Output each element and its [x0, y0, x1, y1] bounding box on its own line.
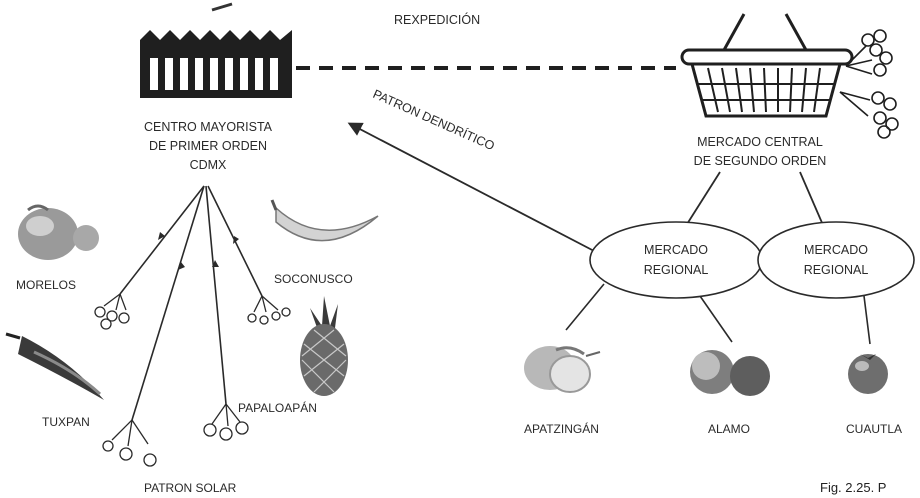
morelos-label: MORELOS: [16, 278, 76, 292]
regional-alamo-line: [700, 296, 732, 342]
solar-arrowheads: [158, 232, 239, 270]
regional-2-line2: REGIONAL: [804, 263, 869, 277]
regional-market-1: [590, 222, 762, 298]
fruit-cluster-icon: [103, 420, 156, 466]
pineapple-icon: [300, 296, 348, 396]
regional-apatzingan-line: [566, 284, 604, 330]
orange-icon: [690, 350, 770, 396]
regional-2-line1: MERCADO: [804, 243, 868, 257]
centro-line2: DE PRIMER ORDEN: [149, 139, 267, 153]
plantain-icon: [6, 334, 104, 400]
warehouse-icon: [140, 30, 292, 98]
centro-line3: CDMX: [190, 158, 227, 172]
alamo-label: ALAMO: [708, 422, 750, 436]
fruit-cluster-icon: [248, 296, 290, 324]
regional-1-line1: MERCADO: [644, 243, 708, 257]
patron-dendritico-label: PATRON DENDRÍTICO: [371, 86, 497, 153]
tomato-icon: [848, 354, 888, 394]
fruit-cluster-icon: [95, 294, 129, 329]
soconusco-label: SOCONUSCO: [274, 272, 353, 286]
orange-icon: [524, 346, 600, 392]
fruit-cluster-icon: [840, 30, 898, 138]
figure-caption: Fig. 2.25. P: [820, 480, 886, 495]
tuxpan-label: TUXPAN: [42, 415, 90, 429]
mercado-central-line1: MERCADO CENTRAL: [697, 135, 823, 149]
stray-mark: [212, 4, 232, 10]
regional-1-line2: REGIONAL: [644, 263, 709, 277]
solar-pattern-lines: [120, 186, 262, 420]
guava-icon: [18, 206, 99, 260]
mercado-central-line2: DE SEGUNDO ORDEN: [694, 154, 827, 168]
regional-market-2: [758, 222, 914, 298]
centro-line1: CENTRO MAYORISTA: [144, 120, 273, 134]
rexpedicion-label: REXPEDICIÓN: [394, 12, 480, 27]
regional-cuautla-line: [864, 296, 870, 344]
apatzingan-label: APATZINGÁN: [524, 421, 599, 436]
papaloapan-label: PAPALOAPÁN: [238, 400, 317, 415]
patron-solar-label: PATRON SOLAR: [144, 481, 237, 495]
banana-icon: [272, 200, 378, 241]
basket-icon: [682, 14, 852, 116]
cuautla-label: CUAUTLA: [846, 422, 902, 436]
